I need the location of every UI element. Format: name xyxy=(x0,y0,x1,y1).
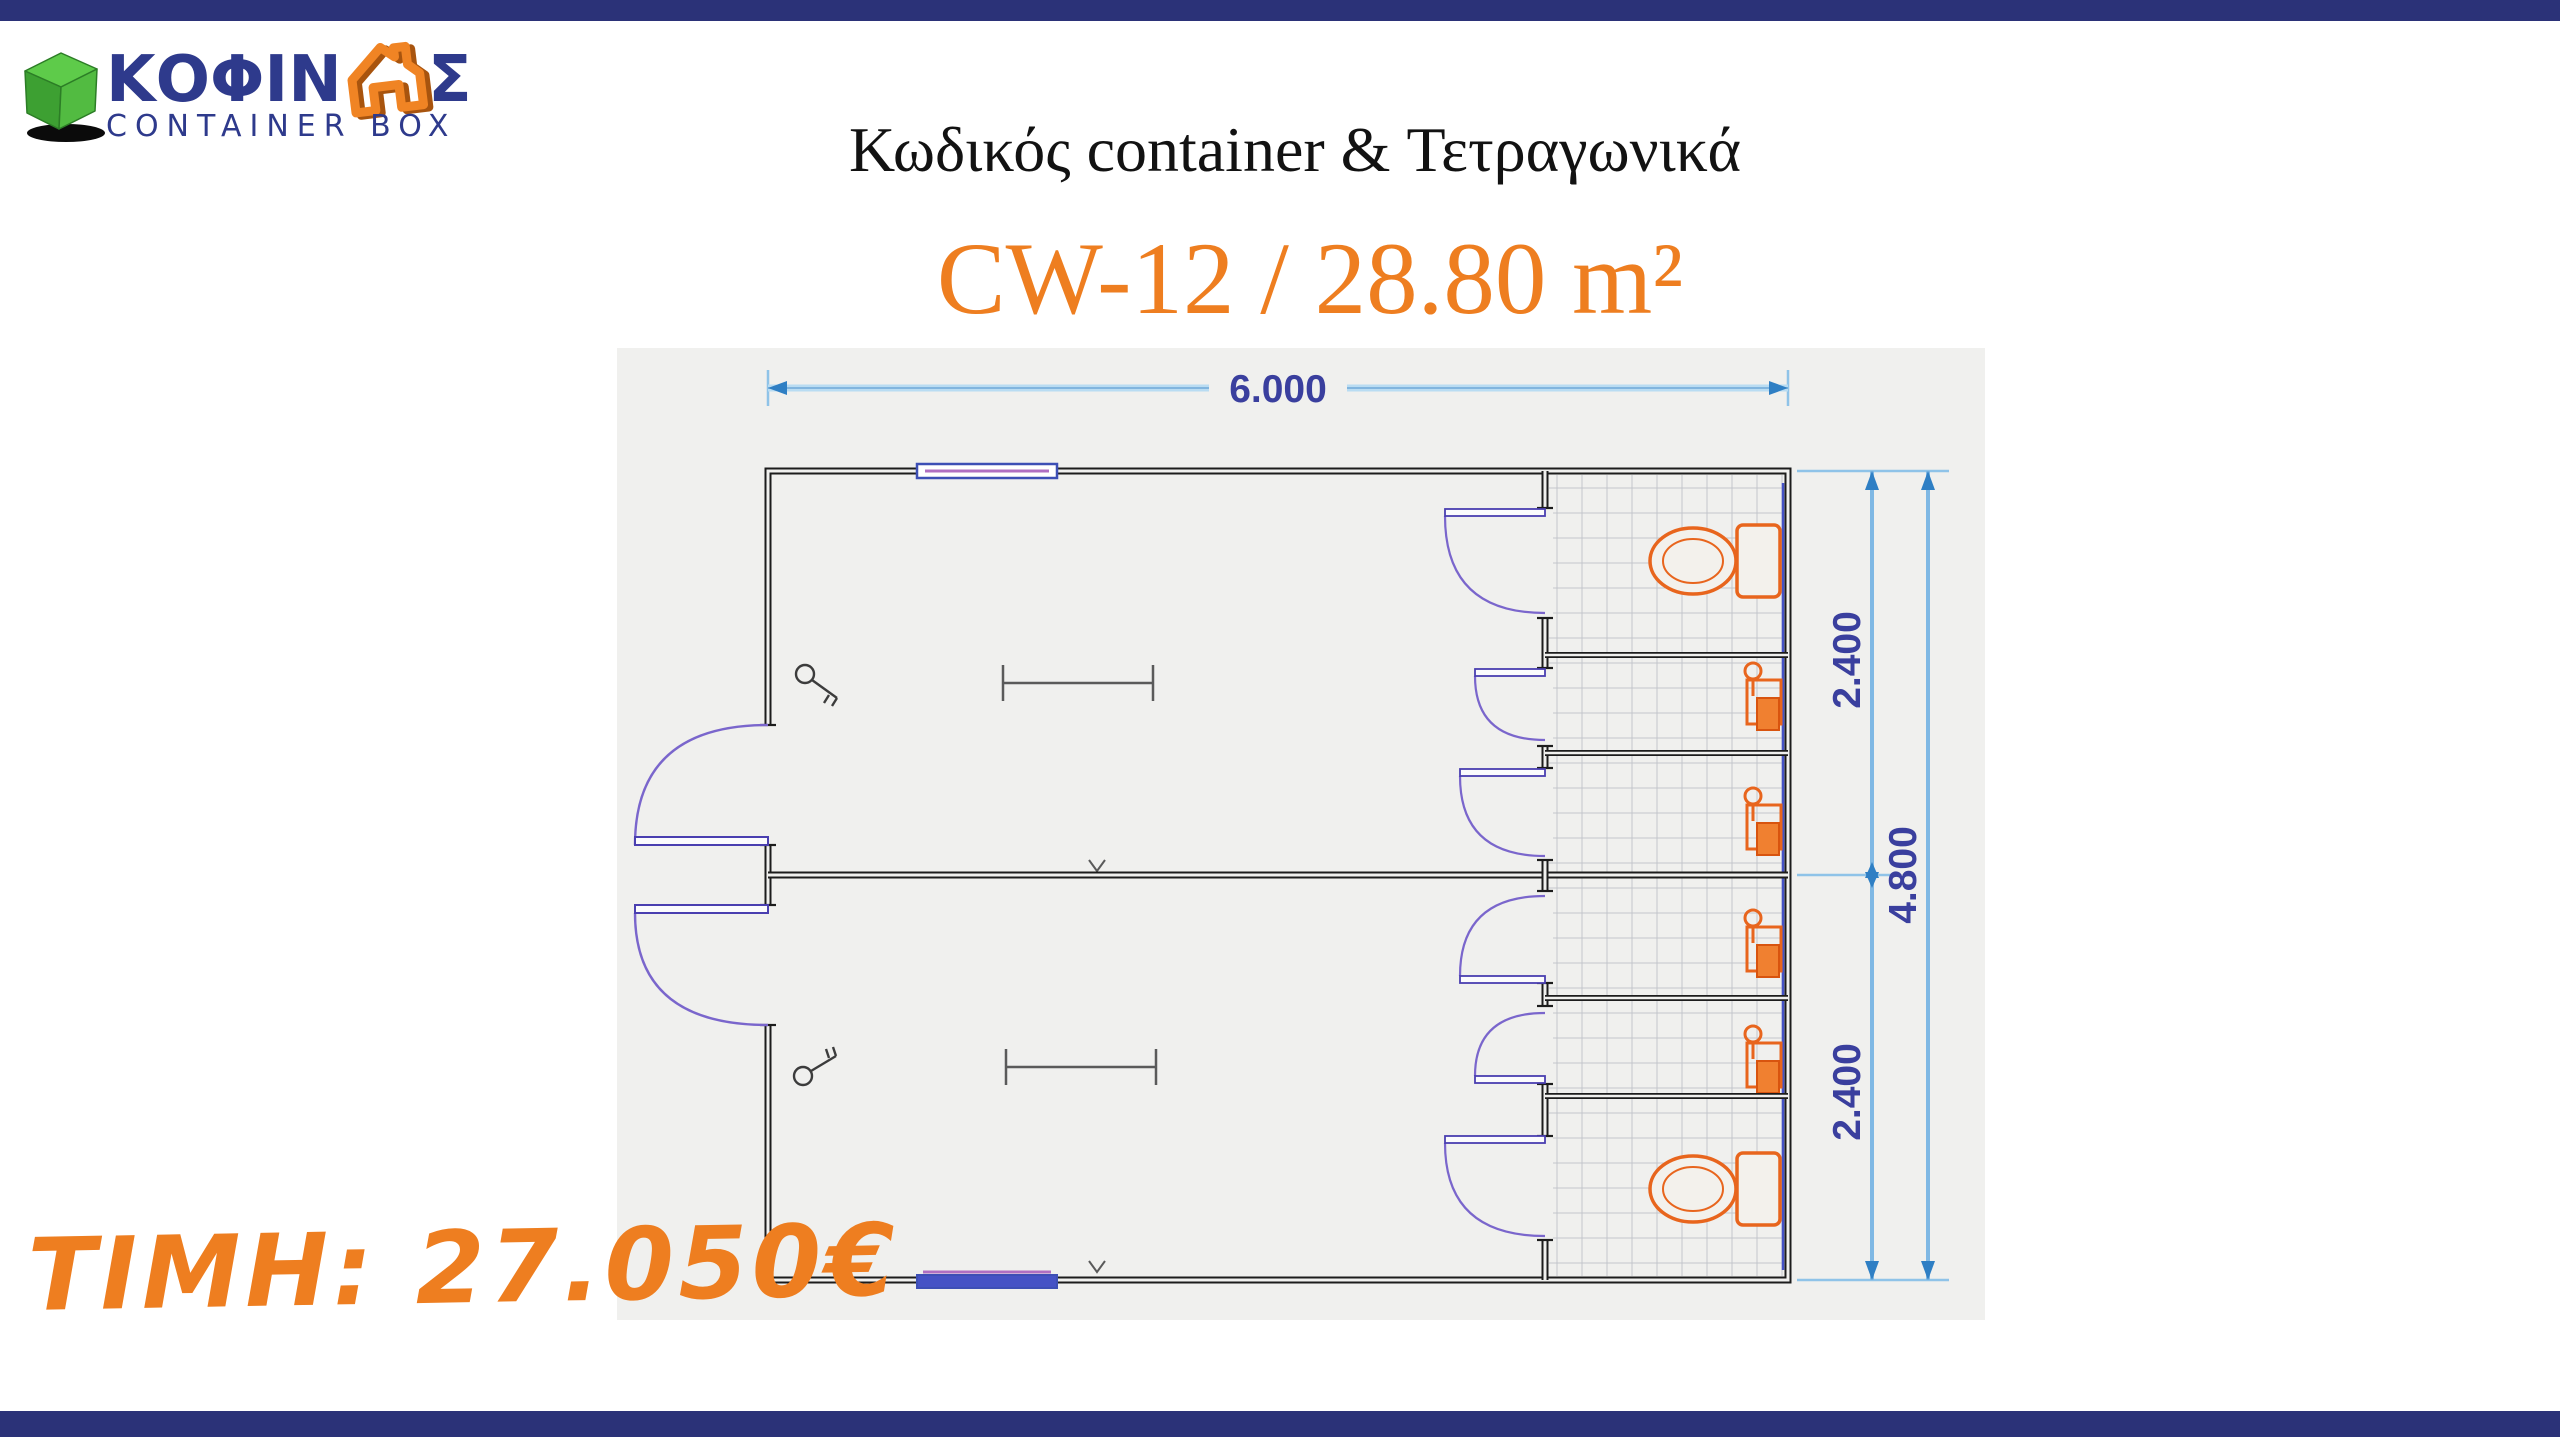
basin-icon-4 xyxy=(1743,1024,1783,1094)
wc-door-6 xyxy=(1443,1135,1546,1238)
wc-door-1 xyxy=(1443,508,1546,615)
toilet-icon-upper xyxy=(1648,523,1782,599)
page-title: Κωδικός container & Τετραγωνικά xyxy=(849,114,1741,185)
dim-height-lower-label: 2.400 xyxy=(1826,1043,1869,1141)
wc-door-2 xyxy=(1473,668,1546,742)
basin-icon-1 xyxy=(1743,661,1783,731)
dim-height-total-label: 4.800 xyxy=(1882,826,1925,924)
furniture-symbol-upper xyxy=(1001,665,1155,701)
logo-tagline: CONTAINER BOX xyxy=(106,109,456,144)
container-code-label: CW-12 / 28.80 m² xyxy=(936,222,1684,336)
cube-icon xyxy=(24,52,105,142)
wc-door-3 xyxy=(1458,768,1546,858)
company-logo: ΚΟΦΙΝ Σ CONTAINER BOX xyxy=(20,33,500,183)
toilet-icon-lower xyxy=(1648,1151,1782,1227)
wc-door-4 xyxy=(1458,894,1546,984)
basin-icon-3 xyxy=(1743,908,1783,978)
dimension-heights: 2.400 2.400 4.800 xyxy=(1797,469,1949,1282)
dimension-width: 6.000 xyxy=(766,365,1790,411)
wall-openings xyxy=(760,508,1553,1240)
dim-height-upper-label: 2.400 xyxy=(1826,611,1869,709)
entry-door-lower xyxy=(633,904,769,1027)
wc-divider-walls xyxy=(1545,652,1788,1099)
bottom-brand-bar xyxy=(0,1411,2560,1437)
brand-text-right: Σ xyxy=(428,43,472,117)
dim-width-label: 6.000 xyxy=(1229,368,1327,411)
price-label: ΤΙΜΗ: 27.050€ xyxy=(27,1201,900,1334)
entry-door-upper xyxy=(633,723,769,846)
key-icon-lower xyxy=(792,1046,838,1087)
wc-door-5 xyxy=(1473,1011,1546,1084)
top-brand-bar xyxy=(0,0,2560,21)
window-top xyxy=(915,462,1059,480)
floor-plan: 6.000 2.400 2.400 4.800 xyxy=(617,348,1985,1320)
key-icon-upper xyxy=(794,663,839,707)
furniture-symbol-lower xyxy=(1004,1049,1158,1085)
window-bottom xyxy=(916,1270,1058,1289)
centerline-marks xyxy=(1088,859,1106,1274)
brand-text-left: ΚΟΦΙΝ xyxy=(106,43,342,117)
basin-icon-2 xyxy=(1743,786,1783,856)
house-icon xyxy=(347,41,434,120)
